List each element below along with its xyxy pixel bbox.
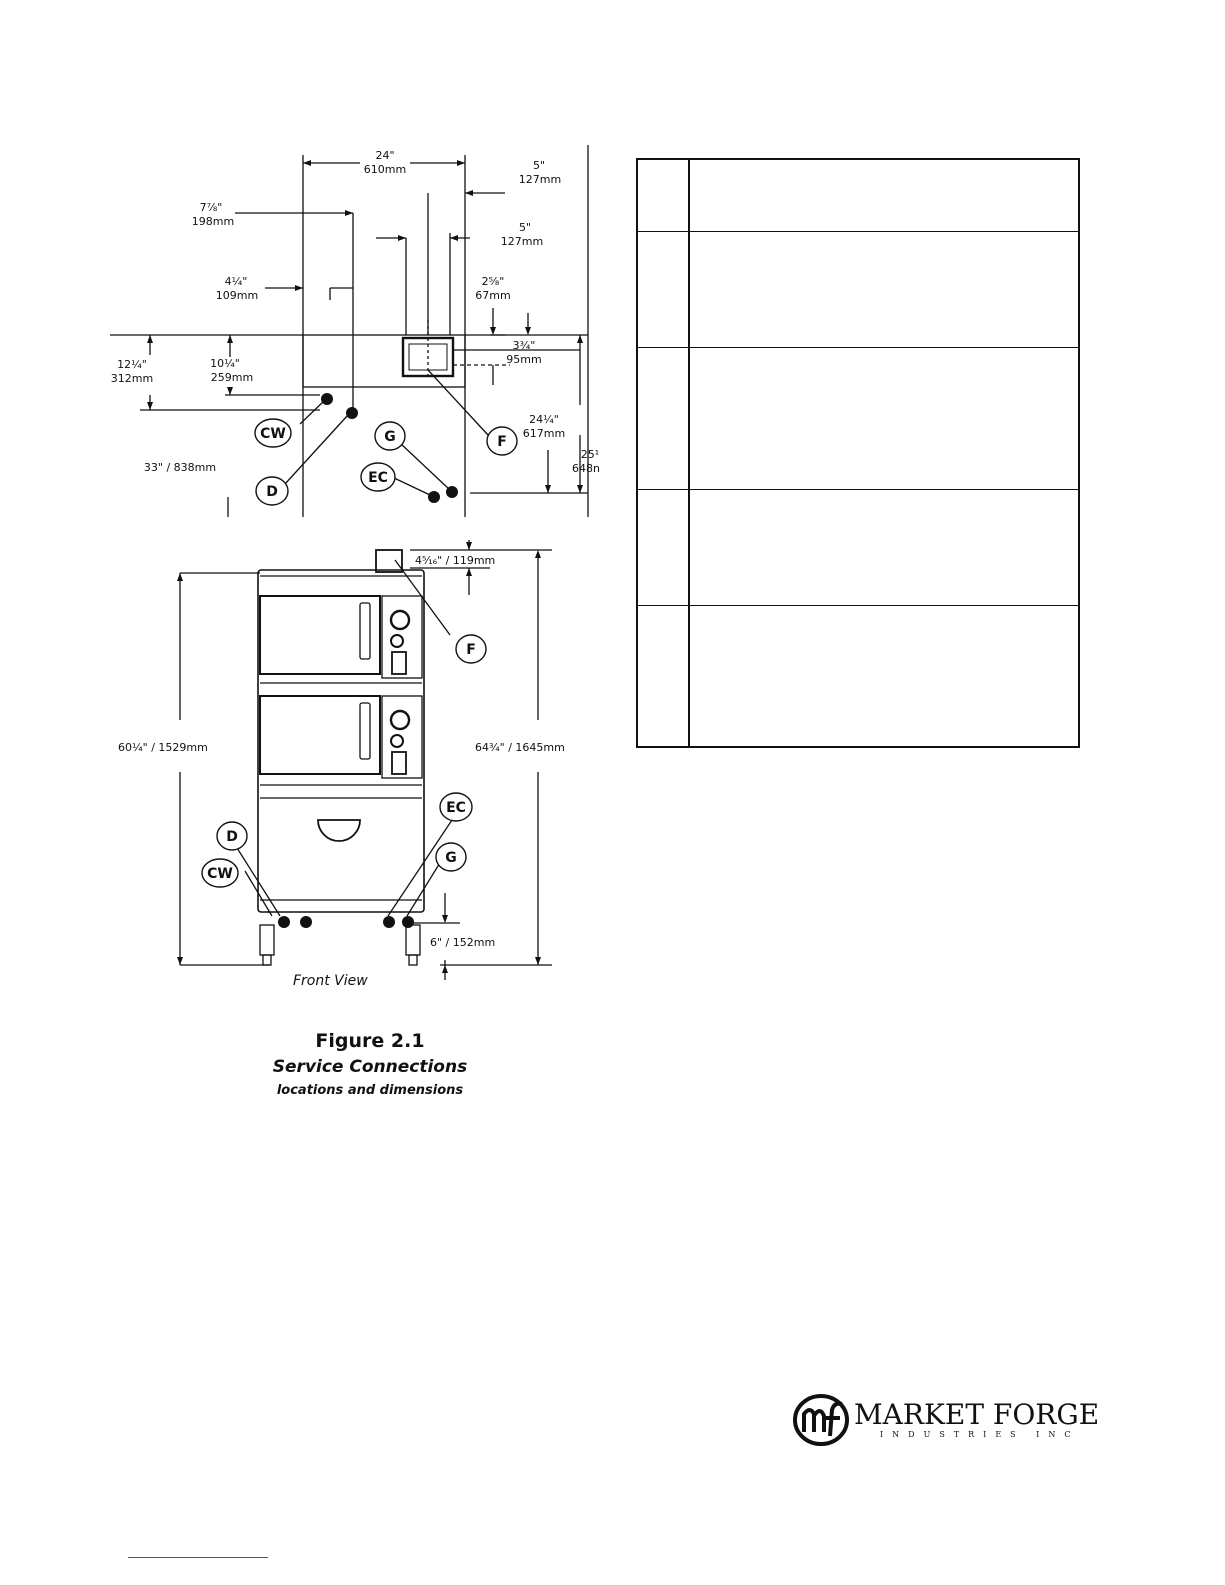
plan-view-diagram: CW D G EC F 24" 610mm 7⅞" 198mm 4¼" 109m… (110, 145, 600, 517)
table-key-cell (637, 488, 690, 605)
logo-subtitle: INDUSTRIES INC (880, 1430, 1080, 1439)
dim-right5a-mm: 127mm (519, 173, 561, 186)
table-row (637, 346, 1079, 489)
dim-right5b-in: 5" (519, 221, 531, 234)
dim-depth12-in: 12¼" (117, 358, 147, 371)
table-key-cell (637, 604, 690, 747)
front-callout-cw: CW (207, 866, 233, 882)
front-d-dot (300, 916, 312, 928)
table-value-cell (689, 488, 1079, 605)
dim-right5a-in: 5" (533, 159, 545, 172)
front-ec-dot (383, 916, 395, 928)
dim-height-right: 64¾" / 1645mm (475, 741, 565, 754)
table-key-cell (637, 230, 690, 347)
front-g-dot (402, 916, 414, 928)
front-cw-dot (278, 916, 290, 928)
callout-d: D (266, 484, 278, 500)
table-key-cell (637, 346, 690, 489)
mf-monogram-icon (793, 1394, 849, 1446)
callout-cw: CW (260, 426, 286, 442)
cw-connection-dot (321, 393, 333, 405)
d-connection-dot (346, 407, 358, 419)
dim-right5b-mm: 127mm (501, 235, 543, 248)
dim-depth24-in: 24¼" (529, 413, 559, 426)
front-view-label: Front View (293, 973, 368, 989)
table-value-cell (689, 230, 1079, 347)
dim-height-left: 60¼" / 1529mm (118, 741, 208, 754)
dim-left4-mm: 109mm (216, 289, 258, 302)
dim-leg: 6" / 152mm (430, 936, 495, 949)
table-value-cell (689, 159, 1079, 231)
dim-left4-in: 4¼" (225, 275, 248, 288)
front-callout-ec: EC (446, 800, 466, 816)
dim-depth25-in: 25¹ (581, 448, 599, 461)
figure-number: Figure 2.1 (315, 1030, 425, 1052)
g-connection-dot (446, 486, 458, 498)
dim-depth10-in: 10¼" (210, 357, 240, 370)
table-value-cell (689, 604, 1079, 747)
figure-subtitle: locations and dimensions (276, 1083, 464, 1098)
table-row (637, 159, 1079, 231)
dim-depth12-mm: 312mm (111, 372, 153, 385)
figure-title: Service Connections (272, 1057, 468, 1077)
table-value-cell (689, 346, 1079, 489)
dim-left7-mm: 198mm (192, 215, 234, 228)
dim-left7-in: 7⅞" (200, 201, 223, 214)
dim-width-in: 24" (375, 149, 394, 162)
dim-depth25-mm: 648n (572, 462, 600, 475)
callout-g: G (384, 429, 396, 445)
callout-f: F (497, 434, 507, 450)
dim-right3-in: 3¾" (513, 339, 536, 352)
footer-rule (128, 1557, 268, 1558)
dim-width-mm: 610mm (364, 163, 406, 176)
dim-right2-mm: 67mm (475, 289, 510, 302)
front-view-diagram: F EC G D CW 4⁵⁄₁₆" / 119mm 60¼" / 1529mm… (118, 540, 565, 980)
dim-right2-in: 2⁵⁄₈" (482, 275, 505, 288)
dim-flue: 4⁵⁄₁₆" / 119mm (415, 554, 495, 567)
table-row (637, 230, 1079, 347)
front-callout-f: F (466, 642, 476, 658)
dim-depth33: 33" / 838mm (144, 461, 216, 474)
table-row (637, 488, 1079, 605)
dim-depth10-mm: 259mm (211, 371, 253, 384)
front-callout-d: D (226, 829, 238, 845)
ec-connection-dot (428, 491, 440, 503)
market-forge-logo: MARKET FORGE INDUSTRIES INC (792, 1392, 1099, 1452)
dim-right3-mm: 95mm (506, 353, 541, 366)
table-row (637, 604, 1079, 747)
logo-name: MARKET FORGE (854, 1398, 1100, 1431)
table-key-cell (637, 159, 690, 231)
connections-table (636, 158, 1080, 748)
callout-ec: EC (368, 470, 388, 486)
front-callout-g: G (445, 850, 457, 866)
dim-depth24-mm: 617mm (523, 427, 565, 440)
